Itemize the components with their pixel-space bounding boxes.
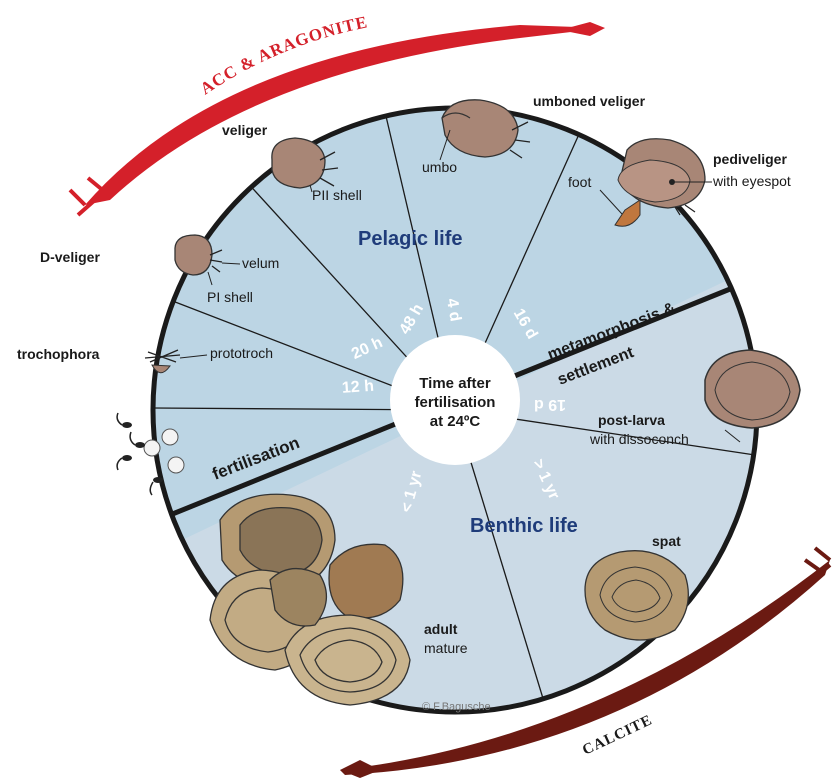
with-dissoconch-label: with dissoconch [589, 431, 689, 447]
spat-label: spat [652, 533, 681, 549]
time-12h: 12 h [341, 378, 374, 397]
foot-label: foot [568, 174, 591, 190]
adult-label: adult [424, 621, 458, 637]
post-larva-label: post-larva [598, 412, 665, 428]
umboned-veliger-label: umboned veliger [533, 93, 646, 109]
pi-shell-label: PI shell [207, 289, 253, 305]
time-19d: 19 d [534, 396, 566, 413]
prototroch-label: prototroch [210, 345, 273, 361]
umbo-label: umbo [422, 159, 457, 175]
center-line-2: fertilisation [415, 394, 496, 411]
pii-shell-label: PII shell [312, 187, 362, 203]
center-line-3: at 24ºC [430, 413, 481, 430]
pediveliger-label: pediveliger [713, 151, 787, 167]
with-eyespot-label: with eyespot [712, 173, 791, 189]
veliger-label: veliger [222, 122, 268, 138]
mature-label: mature [424, 640, 468, 656]
credit-label: © F.Bagusche [422, 701, 491, 713]
trochophora-label: trochophora [17, 346, 100, 362]
pelagic-life-label: Pelagic life [358, 228, 463, 250]
center-line-1: Time after [419, 375, 491, 392]
benthic-life-label: Benthic life [470, 515, 578, 537]
d-veliger-label: D-veliger [40, 249, 100, 265]
spat-oyster [585, 551, 688, 640]
velum-label: velum [242, 255, 279, 271]
